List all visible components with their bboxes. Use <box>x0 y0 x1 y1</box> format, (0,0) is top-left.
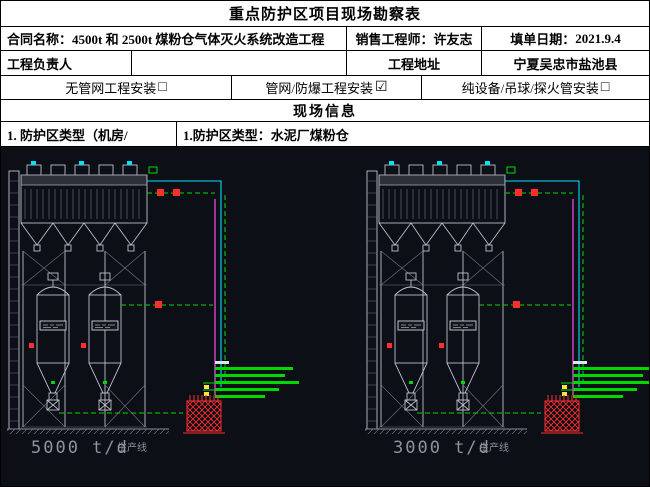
contract-row: 合同名称：4500t 和 2500t 煤粉仓气体灭火系统改造工程 销售工程师：许… <box>1 27 649 51</box>
install-option-equipment: 纯设备/吊球/探火管安装□ <box>421 76 649 99</box>
contract-cell: 合同名称：4500t 和 2500t 煤粉仓气体灭火系统改造工程 <box>1 27 346 50</box>
fill-date-label: 填单日期： <box>510 32 576 47</box>
install-option-pipeless-label: 无管网工程安装 <box>65 81 157 96</box>
cad-drawing: 5000 t/d 生产线 3000 t/d 生产线 <box>6 160 649 458</box>
checkbox-pipeline-checked-icon[interactable]: ☑ <box>375 80 388 95</box>
zone-type-prompt: 1. 防护区类型（机房/ <box>7 127 128 143</box>
project-address-value: 宁夏吴忠市盐池县 <box>481 51 649 75</box>
right-production-line <box>364 160 649 435</box>
right-line-label: 3000 t/d <box>393 438 491 458</box>
contract-label: 合同名称： <box>7 32 73 47</box>
install-type-row: 无管网工程安装□ 管网/防爆工程安装☑ 纯设备/吊球/探火管安装□ <box>1 76 649 100</box>
install-option-pipeline: 管网/防爆工程安装☑ <box>231 76 421 99</box>
checkbox-equipment-icon[interactable]: □ <box>600 79 610 95</box>
left-production-line <box>6 160 300 435</box>
contract-value: 4500t 和 2500t 煤粉仓气体灭火系统改造工程 <box>72 32 325 47</box>
left-line-label: 5000 t/d <box>31 438 129 458</box>
install-option-equipment-label: 纯设备/吊球/探火管安装 <box>461 81 599 96</box>
zone-type-value: 水泥厂煤粉仓 <box>270 127 349 143</box>
zone-type-cell: 1.防护区类型：水泥厂煤粉仓 <box>176 122 649 146</box>
install-option-pipeline-label: 管网/防爆工程安装 <box>265 81 374 96</box>
fill-date-cell: 填单日期：2021.9.4 <box>481 27 649 50</box>
leader-address-row: 工程负责人 工程地址 宁夏吴忠市盐池县 <box>1 51 649 76</box>
sales-engineer-label: 销售工程师： <box>355 32 434 47</box>
zone-type-row: 1. 防护区类型（机房/ 1.防护区类型：水泥厂煤粉仓 <box>1 122 649 147</box>
checkbox-pipeless-icon[interactable]: □ <box>158 79 167 95</box>
project-leader-label: 工程负责人 <box>7 56 73 72</box>
project-leader-value <box>131 51 346 75</box>
fill-date-value: 2021.9.4 <box>575 30 621 46</box>
install-option-pipeless: 无管网工程安装□ <box>1 76 231 99</box>
right-line-sublabel: 生产线 <box>479 441 509 454</box>
site-info-header: 现场信息 <box>1 100 649 122</box>
left-line-sublabel: 生产线 <box>117 441 147 454</box>
sales-engineer-cell: 销售工程师：许友志 <box>346 27 481 50</box>
cad-viewport: 5000 t/d 生产线 3000 t/d 生产线 <box>1 147 649 486</box>
sales-engineer-value: 许友志 <box>433 32 473 47</box>
form-title: 重点防护区项目现场勘察表 <box>1 1 649 27</box>
zone-type-label: 1.防护区类型： <box>183 127 271 143</box>
project-address-label: 工程地址 <box>346 51 481 75</box>
